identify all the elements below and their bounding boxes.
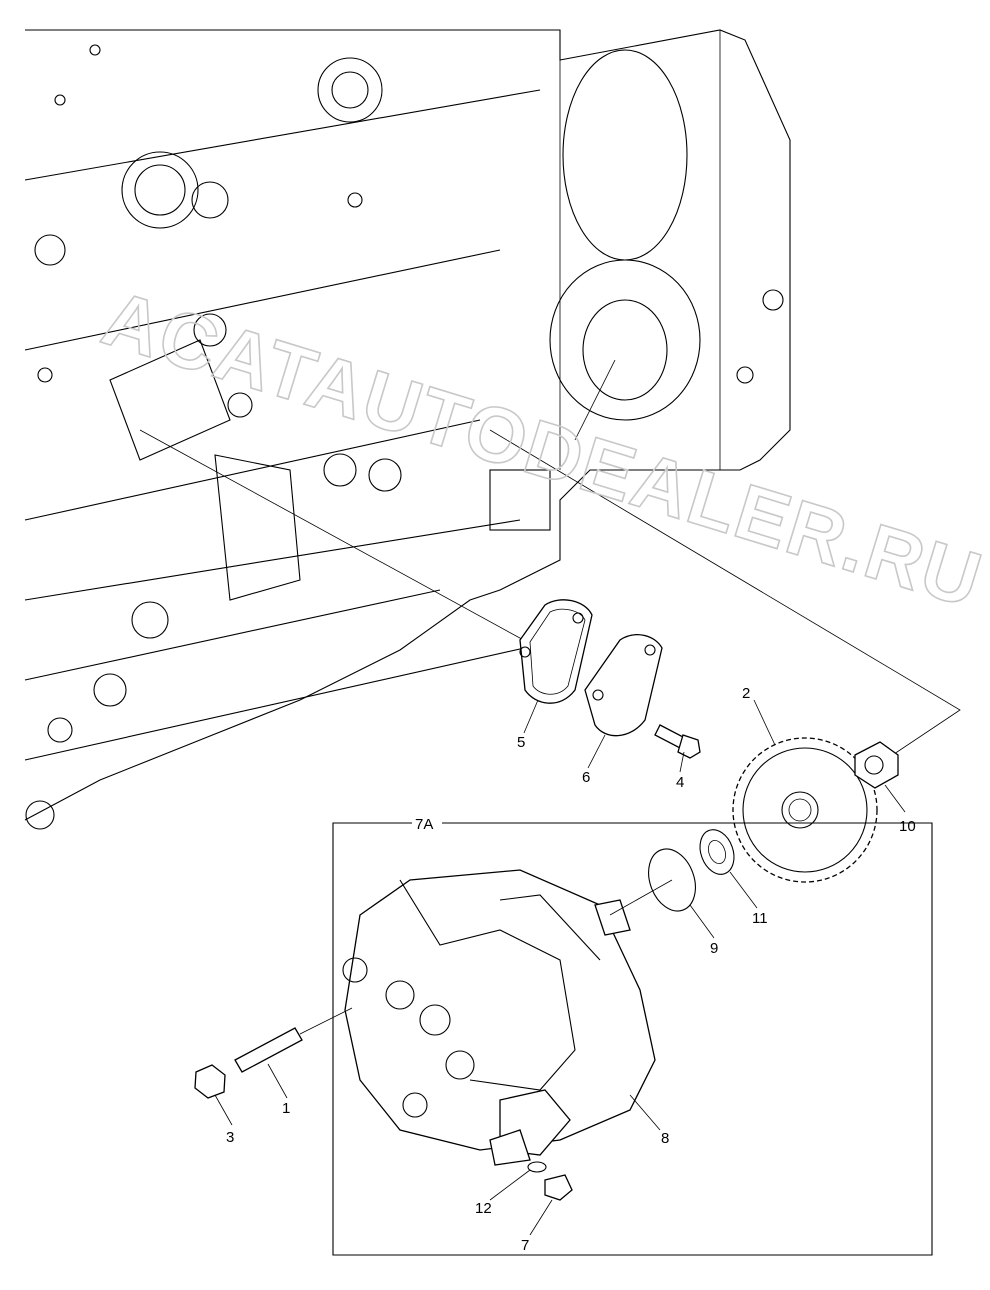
gasket-part-5 (519, 599, 593, 704)
callout-7: 7 (521, 1237, 529, 1254)
assembly-group-box (332, 822, 933, 1256)
gear-part-2 (732, 737, 878, 883)
callout-6: 6 (582, 769, 590, 786)
nut-part-10 (854, 741, 899, 789)
o-ring-part-9 (648, 848, 696, 912)
cover-plate-part-6 (584, 634, 663, 737)
callout-labels: 1 2 3 4 5 6 7 8 9 10 11 12 7A (226, 685, 916, 1254)
engine-block (24, 29, 791, 830)
group-label-background (412, 814, 442, 832)
washer-part-12 (527, 1161, 547, 1173)
callout-leaders (214, 699, 906, 1236)
watermark: ACATAUTODEALER.RU (92, 272, 990, 625)
callout-4: 4 (676, 774, 684, 791)
fuel-pump-part-8 (342, 869, 673, 1166)
washer-part-11 (699, 829, 735, 875)
callout-9: 9 (710, 940, 718, 957)
bolt-part-4 (654, 724, 701, 759)
callout-5: 5 (517, 734, 525, 751)
bolt-part-7 (544, 1174, 573, 1201)
callout-2: 2 (742, 685, 750, 702)
callout-11: 11 (752, 910, 768, 927)
callout-1: 1 (282, 1100, 290, 1117)
callout-8: 8 (661, 1130, 669, 1147)
callout-10: 10 (899, 818, 916, 835)
nut-part-3 (194, 1064, 226, 1099)
stud-part-1 (234, 1007, 353, 1073)
callout-12: 12 (475, 1200, 492, 1217)
watermark-text: ACATAUTODEALER.RU (93, 273, 990, 624)
group-label-7a: 7A (415, 816, 433, 833)
callout-3: 3 (226, 1129, 234, 1146)
